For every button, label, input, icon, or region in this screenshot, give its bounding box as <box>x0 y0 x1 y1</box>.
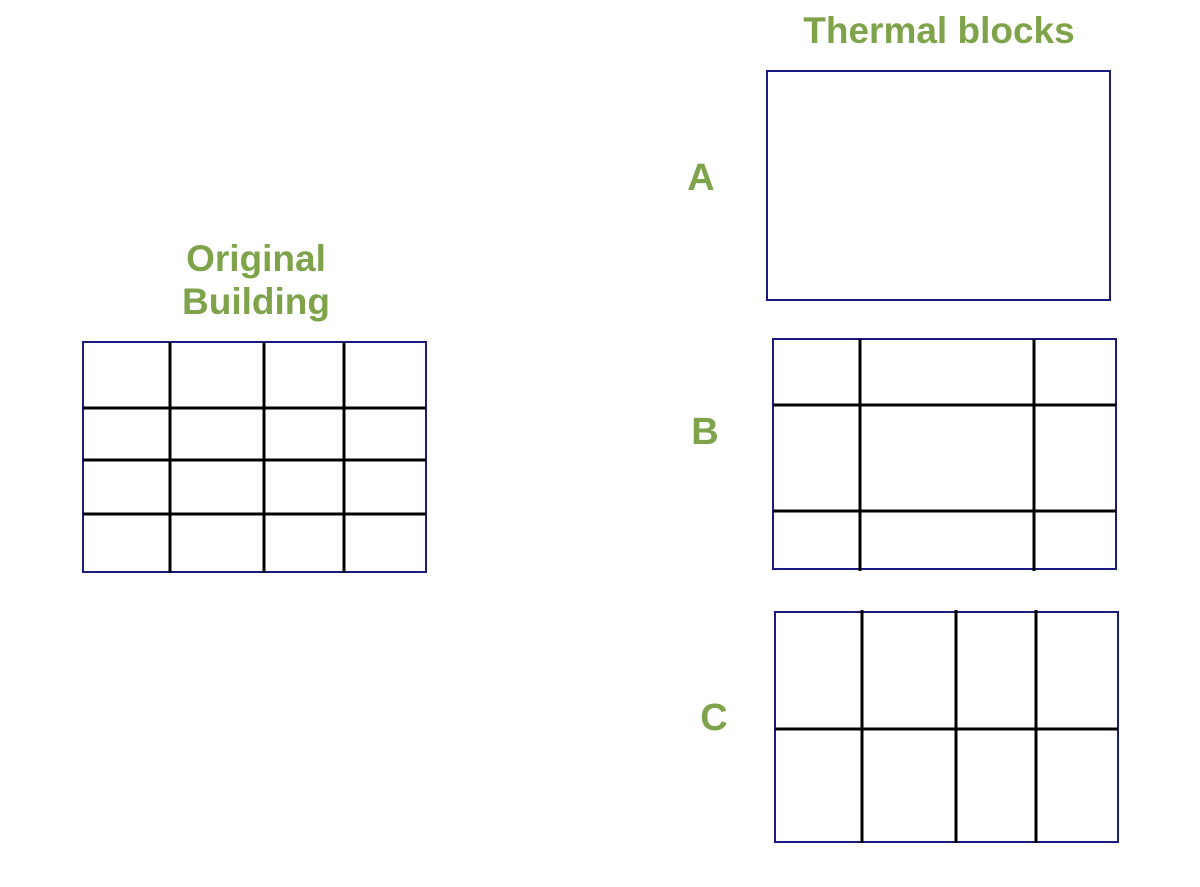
thermal-block-b-frame <box>772 338 1117 570</box>
block-label-b: B <box>691 411 719 453</box>
original-building-title: Original Building <box>140 238 372 323</box>
thermal-block-b <box>772 338 1117 571</box>
original-building-title-line1: Original <box>186 238 326 279</box>
block-label-c: C <box>700 697 728 739</box>
thermal-blocks-title: Thermal blocks <box>803 10 1075 51</box>
original-building-frame <box>82 341 427 573</box>
thermal-block-c-frame <box>774 611 1119 843</box>
original-building-title-line2: Building <box>182 280 330 322</box>
thermal-block-a-frame <box>766 70 1111 301</box>
block-label-a: A <box>687 157 715 199</box>
thermal-block-a <box>766 70 1111 301</box>
thermal-block-c <box>774 610 1119 843</box>
original-building-grid <box>82 341 427 573</box>
